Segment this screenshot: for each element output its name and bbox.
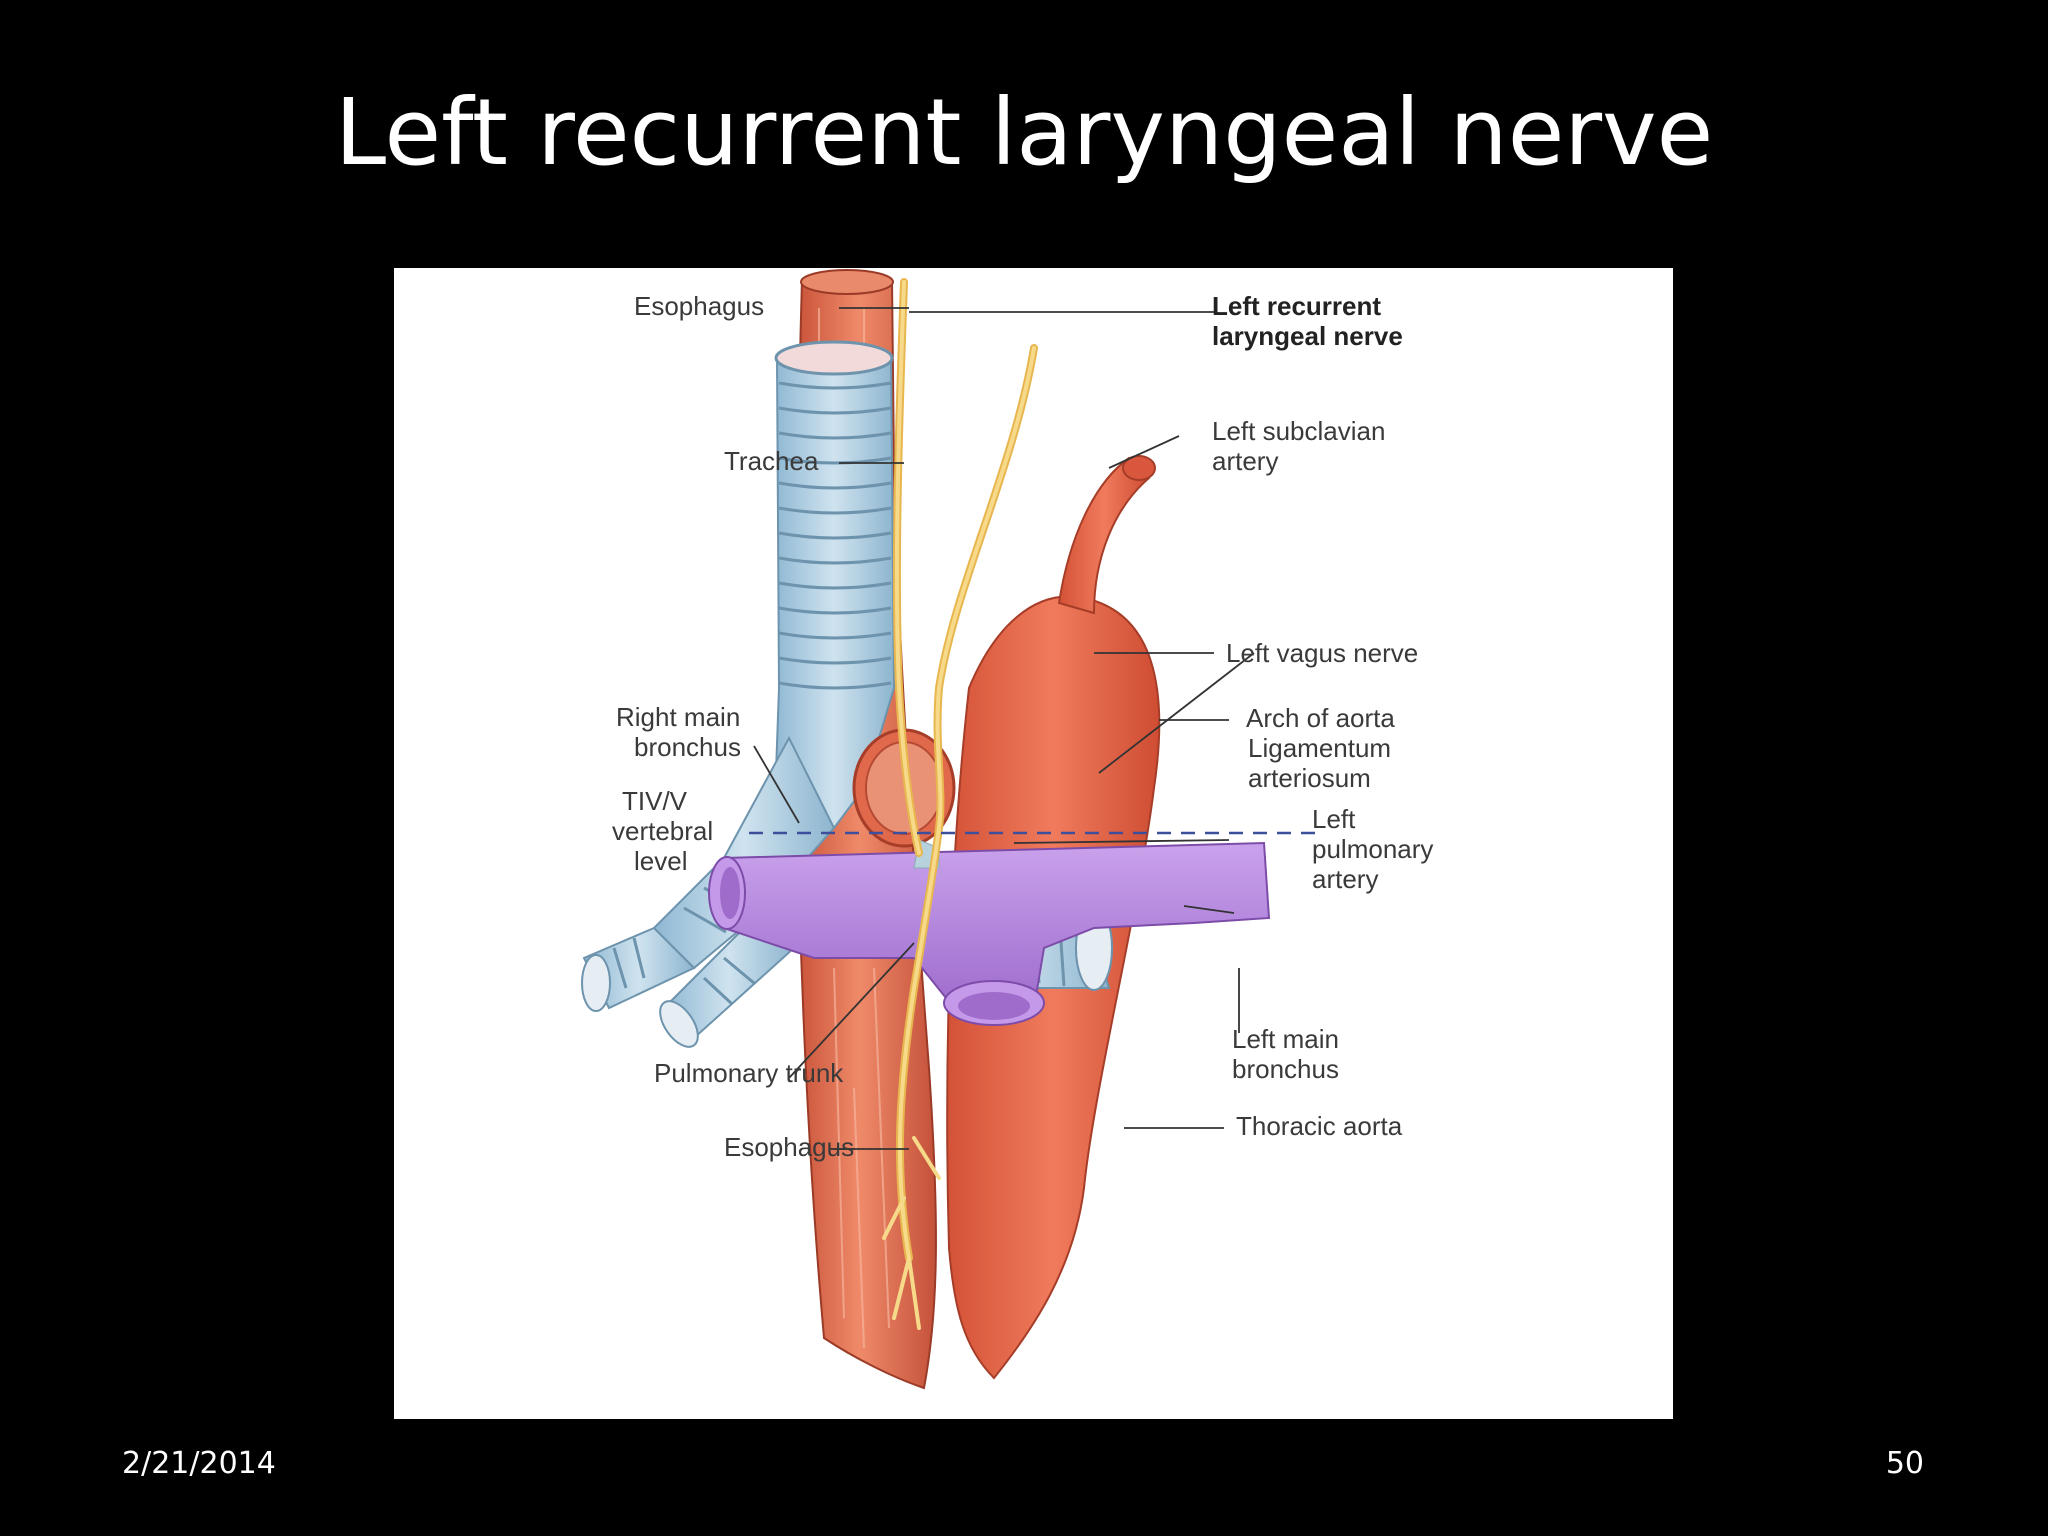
label-ligamentum-1: Ligamentum [1248, 733, 1391, 763]
label-right-main-bronchus-2: bronchus [634, 732, 741, 762]
label-left-main-bronchus-1: Left main [1232, 1024, 1339, 1054]
slide-page-number: 50 [1885, 1446, 1924, 1481]
label-thoracic-aorta: Thoracic aorta [1236, 1111, 1403, 1141]
label-pulmonary-trunk: Pulmonary trunk [654, 1058, 844, 1088]
label-left-pulmonary-3: artery [1312, 864, 1378, 894]
trachea-shape [772, 357, 896, 829]
label-ligamentum-2: arteriosum [1248, 763, 1371, 793]
anatomy-diagram: Esophagus Left recurrent laryngeal nerve… [581, 269, 1433, 1390]
label-tiv-2: vertebral [612, 816, 713, 846]
pulmonary-artery-shape [723, 841, 1271, 1009]
anatomy-figure: Esophagus Left recurrent laryngeal nerve… [394, 268, 1673, 1419]
label-tiv-1: TIV/V [622, 786, 688, 816]
label-left-main-bronchus-2: bronchus [1232, 1054, 1339, 1084]
label-left-pulmonary-2: pulmonary [1312, 834, 1433, 864]
slide-title: Left recurrent laryngeal nerve [334, 79, 1714, 186]
slide-date: 2/21/2014 [122, 1446, 276, 1481]
left-subclavian-artery-shape [1057, 456, 1151, 615]
label-left-subclavian-2: artery [1212, 446, 1278, 476]
label-tiv-3: level [634, 846, 687, 876]
leader-lines [753, 307, 1255, 1150]
label-left-vagus: Left vagus nerve [1226, 638, 1418, 668]
label-trachea: Trachea [724, 446, 819, 476]
label-left-subclavian-1: Left subclavian [1212, 416, 1385, 446]
label-left-recurrent-2: laryngeal nerve [1212, 321, 1403, 351]
label-left-pulmonary-1: Left [1312, 804, 1356, 834]
label-esophagus-bottom: Esophagus [724, 1132, 854, 1162]
label-esophagus-top: Esophagus [634, 291, 764, 321]
label-left-recurrent-1: Left recurrent [1212, 291, 1381, 321]
label-arch-of-aorta: Arch of aorta [1246, 703, 1395, 733]
label-right-main-bronchus-1: Right main [616, 702, 740, 732]
